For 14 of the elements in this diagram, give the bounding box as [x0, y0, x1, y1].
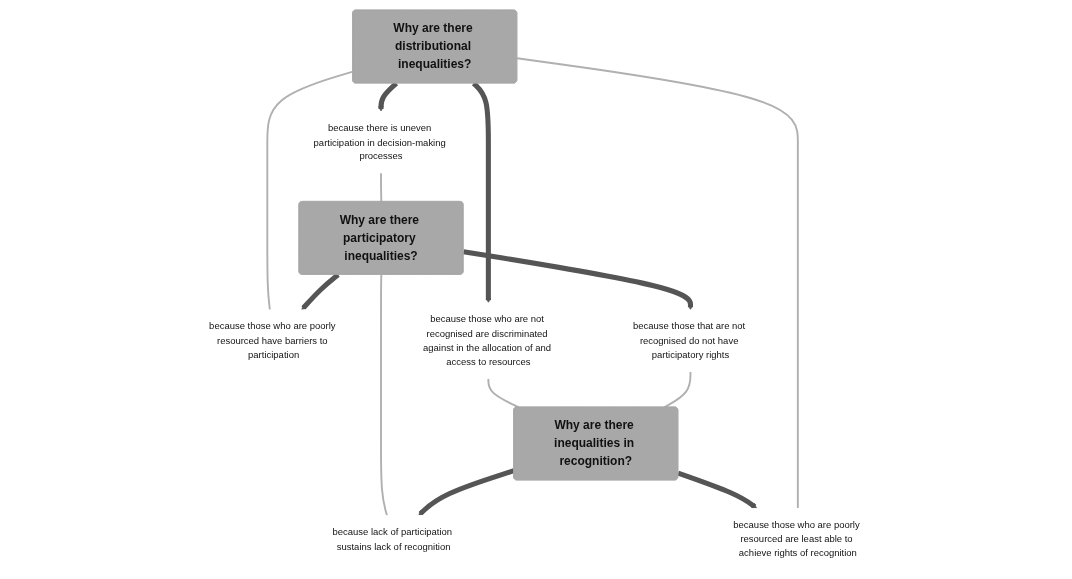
- node-text: because there is uneven participation in decision-making processes: [313, 121, 447, 161]
- node-text: because those that are not recognised do not have participatory rights: [633, 320, 746, 360]
- arrow: [301, 272, 340, 310]
- connector: [663, 370, 692, 408]
- connector: [380, 273, 389, 516]
- connector: [516, 56, 800, 509]
- arrow: [677, 470, 758, 509]
- arrow: [463, 248, 694, 310]
- node-text: because those who are not recognised are discriminated against in the allocation of and access to resources: [423, 313, 552, 367]
- node-text: because lack of participation sustains lack of recognition: [332, 525, 453, 551]
- node-text: because those who are poorly resourced are least able to achieve rights of recognition: [733, 518, 860, 558]
- arrow: [418, 467, 515, 516]
- arrow: [472, 81, 492, 303]
- node-text: because those who are poorly resourced have barriers to participation: [209, 320, 336, 360]
